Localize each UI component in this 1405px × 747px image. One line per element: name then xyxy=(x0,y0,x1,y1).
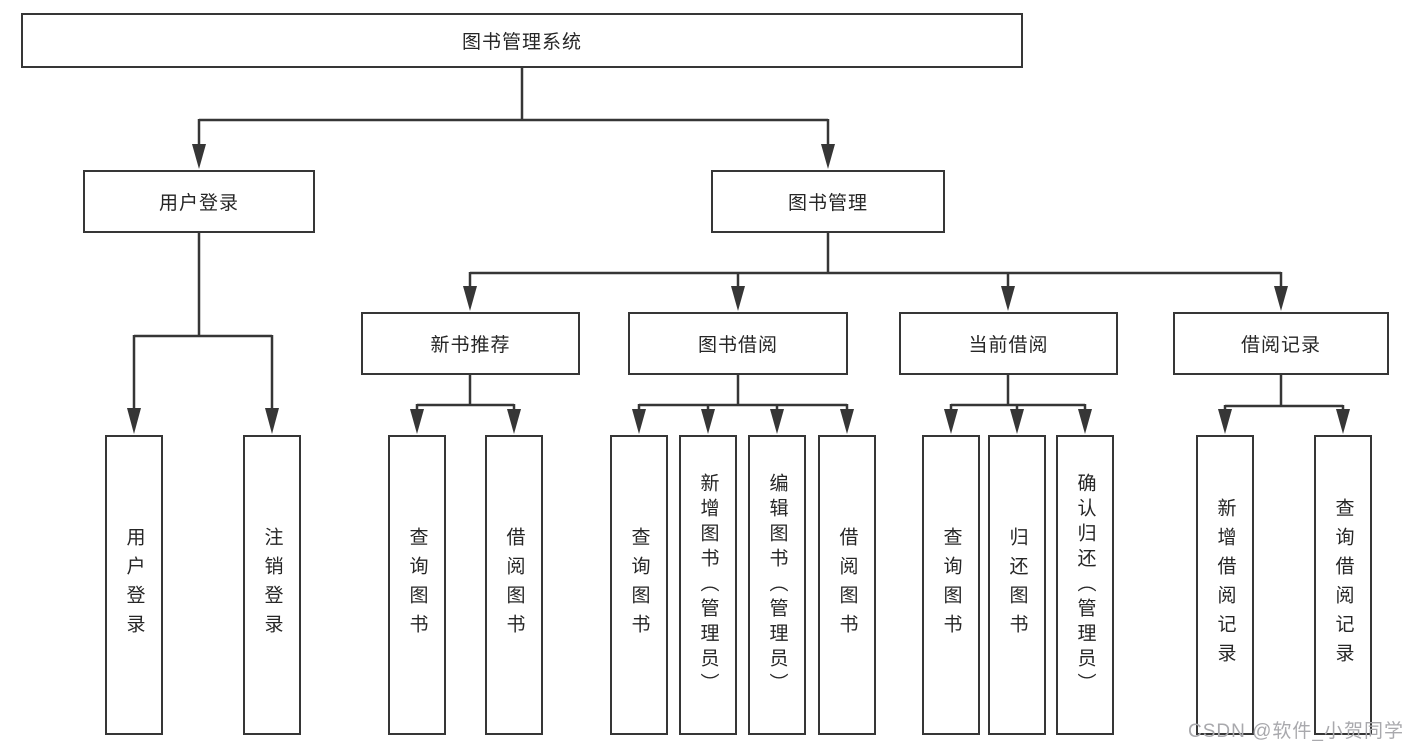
arrowheads xyxy=(127,144,1350,434)
leaf-return-book: 归还图书 xyxy=(988,435,1046,735)
node-book-borrow-label: 图书借阅 xyxy=(697,335,778,356)
leaf-add-book-admin: 新增图书（管理员） xyxy=(679,435,737,735)
leaf-borrow-book-label: 借阅图书 xyxy=(836,527,858,643)
node-root: 图书管理系统 xyxy=(21,13,1023,68)
leaf-borrow-book-recommend-label: 借阅图书 xyxy=(503,527,525,643)
node-user-login-label: 用户登录 xyxy=(158,193,239,214)
leaf-logout: 注销登录 xyxy=(243,435,301,735)
leaf-add-borrow-record: 新增借阅记录 xyxy=(1196,435,1254,735)
node-new-book-recommend-label: 新书推荐 xyxy=(430,335,511,356)
leaf-query-book-current: 查询图书 xyxy=(922,435,980,735)
node-user-login: 用户登录 xyxy=(83,170,315,233)
node-book-borrow: 图书借阅 xyxy=(628,312,848,375)
leaf-confirm-return-admin: 确认归还（管理员） xyxy=(1056,435,1114,735)
leaf-query-book-recommend: 查询图书 xyxy=(388,435,446,735)
node-root-label: 图书管理系统 xyxy=(461,32,582,53)
node-book-management: 图书管理 xyxy=(711,170,945,233)
leaf-user-login-label: 用户登录 xyxy=(123,527,145,643)
leaf-query-book-borrow: 查询图书 xyxy=(610,435,668,735)
leaf-edit-book-admin-label: 编辑图书（管理员） xyxy=(766,472,788,698)
csdn-watermark: CSDN @软件_小贺同学 xyxy=(1188,721,1404,742)
leaf-add-book-admin-label: 新增图书（管理员） xyxy=(697,472,719,698)
node-borrow-record: 借阅记录 xyxy=(1173,312,1389,375)
leaf-logout-label: 注销登录 xyxy=(261,527,283,643)
leaf-edit-book-admin: 编辑图书（管理员） xyxy=(748,435,806,735)
node-borrow-record-label: 借阅记录 xyxy=(1240,335,1321,356)
leaf-user-login: 用户登录 xyxy=(105,435,163,735)
node-current-borrow-label: 当前借阅 xyxy=(968,335,1049,356)
leaf-return-book-label: 归还图书 xyxy=(1006,527,1028,643)
node-new-book-recommend: 新书推荐 xyxy=(361,312,580,375)
leaf-query-book-recommend-label: 查询图书 xyxy=(406,527,428,643)
leaf-borrow-book-recommend: 借阅图书 xyxy=(485,435,543,735)
leaf-query-book-current-label: 查询图书 xyxy=(940,527,962,643)
leaf-add-borrow-record-label: 新增借阅记录 xyxy=(1214,498,1236,672)
leaf-confirm-return-admin-label: 确认归还（管理员） xyxy=(1074,472,1096,698)
leaf-query-borrow-record: 查询借阅记录 xyxy=(1314,435,1372,735)
leaf-query-book-borrow-label: 查询图书 xyxy=(628,527,650,643)
node-current-borrow: 当前借阅 xyxy=(899,312,1118,375)
leaf-borrow-book: 借阅图书 xyxy=(818,435,876,735)
node-book-management-label: 图书管理 xyxy=(787,193,868,214)
leaf-query-borrow-record-label: 查询借阅记录 xyxy=(1332,498,1354,672)
